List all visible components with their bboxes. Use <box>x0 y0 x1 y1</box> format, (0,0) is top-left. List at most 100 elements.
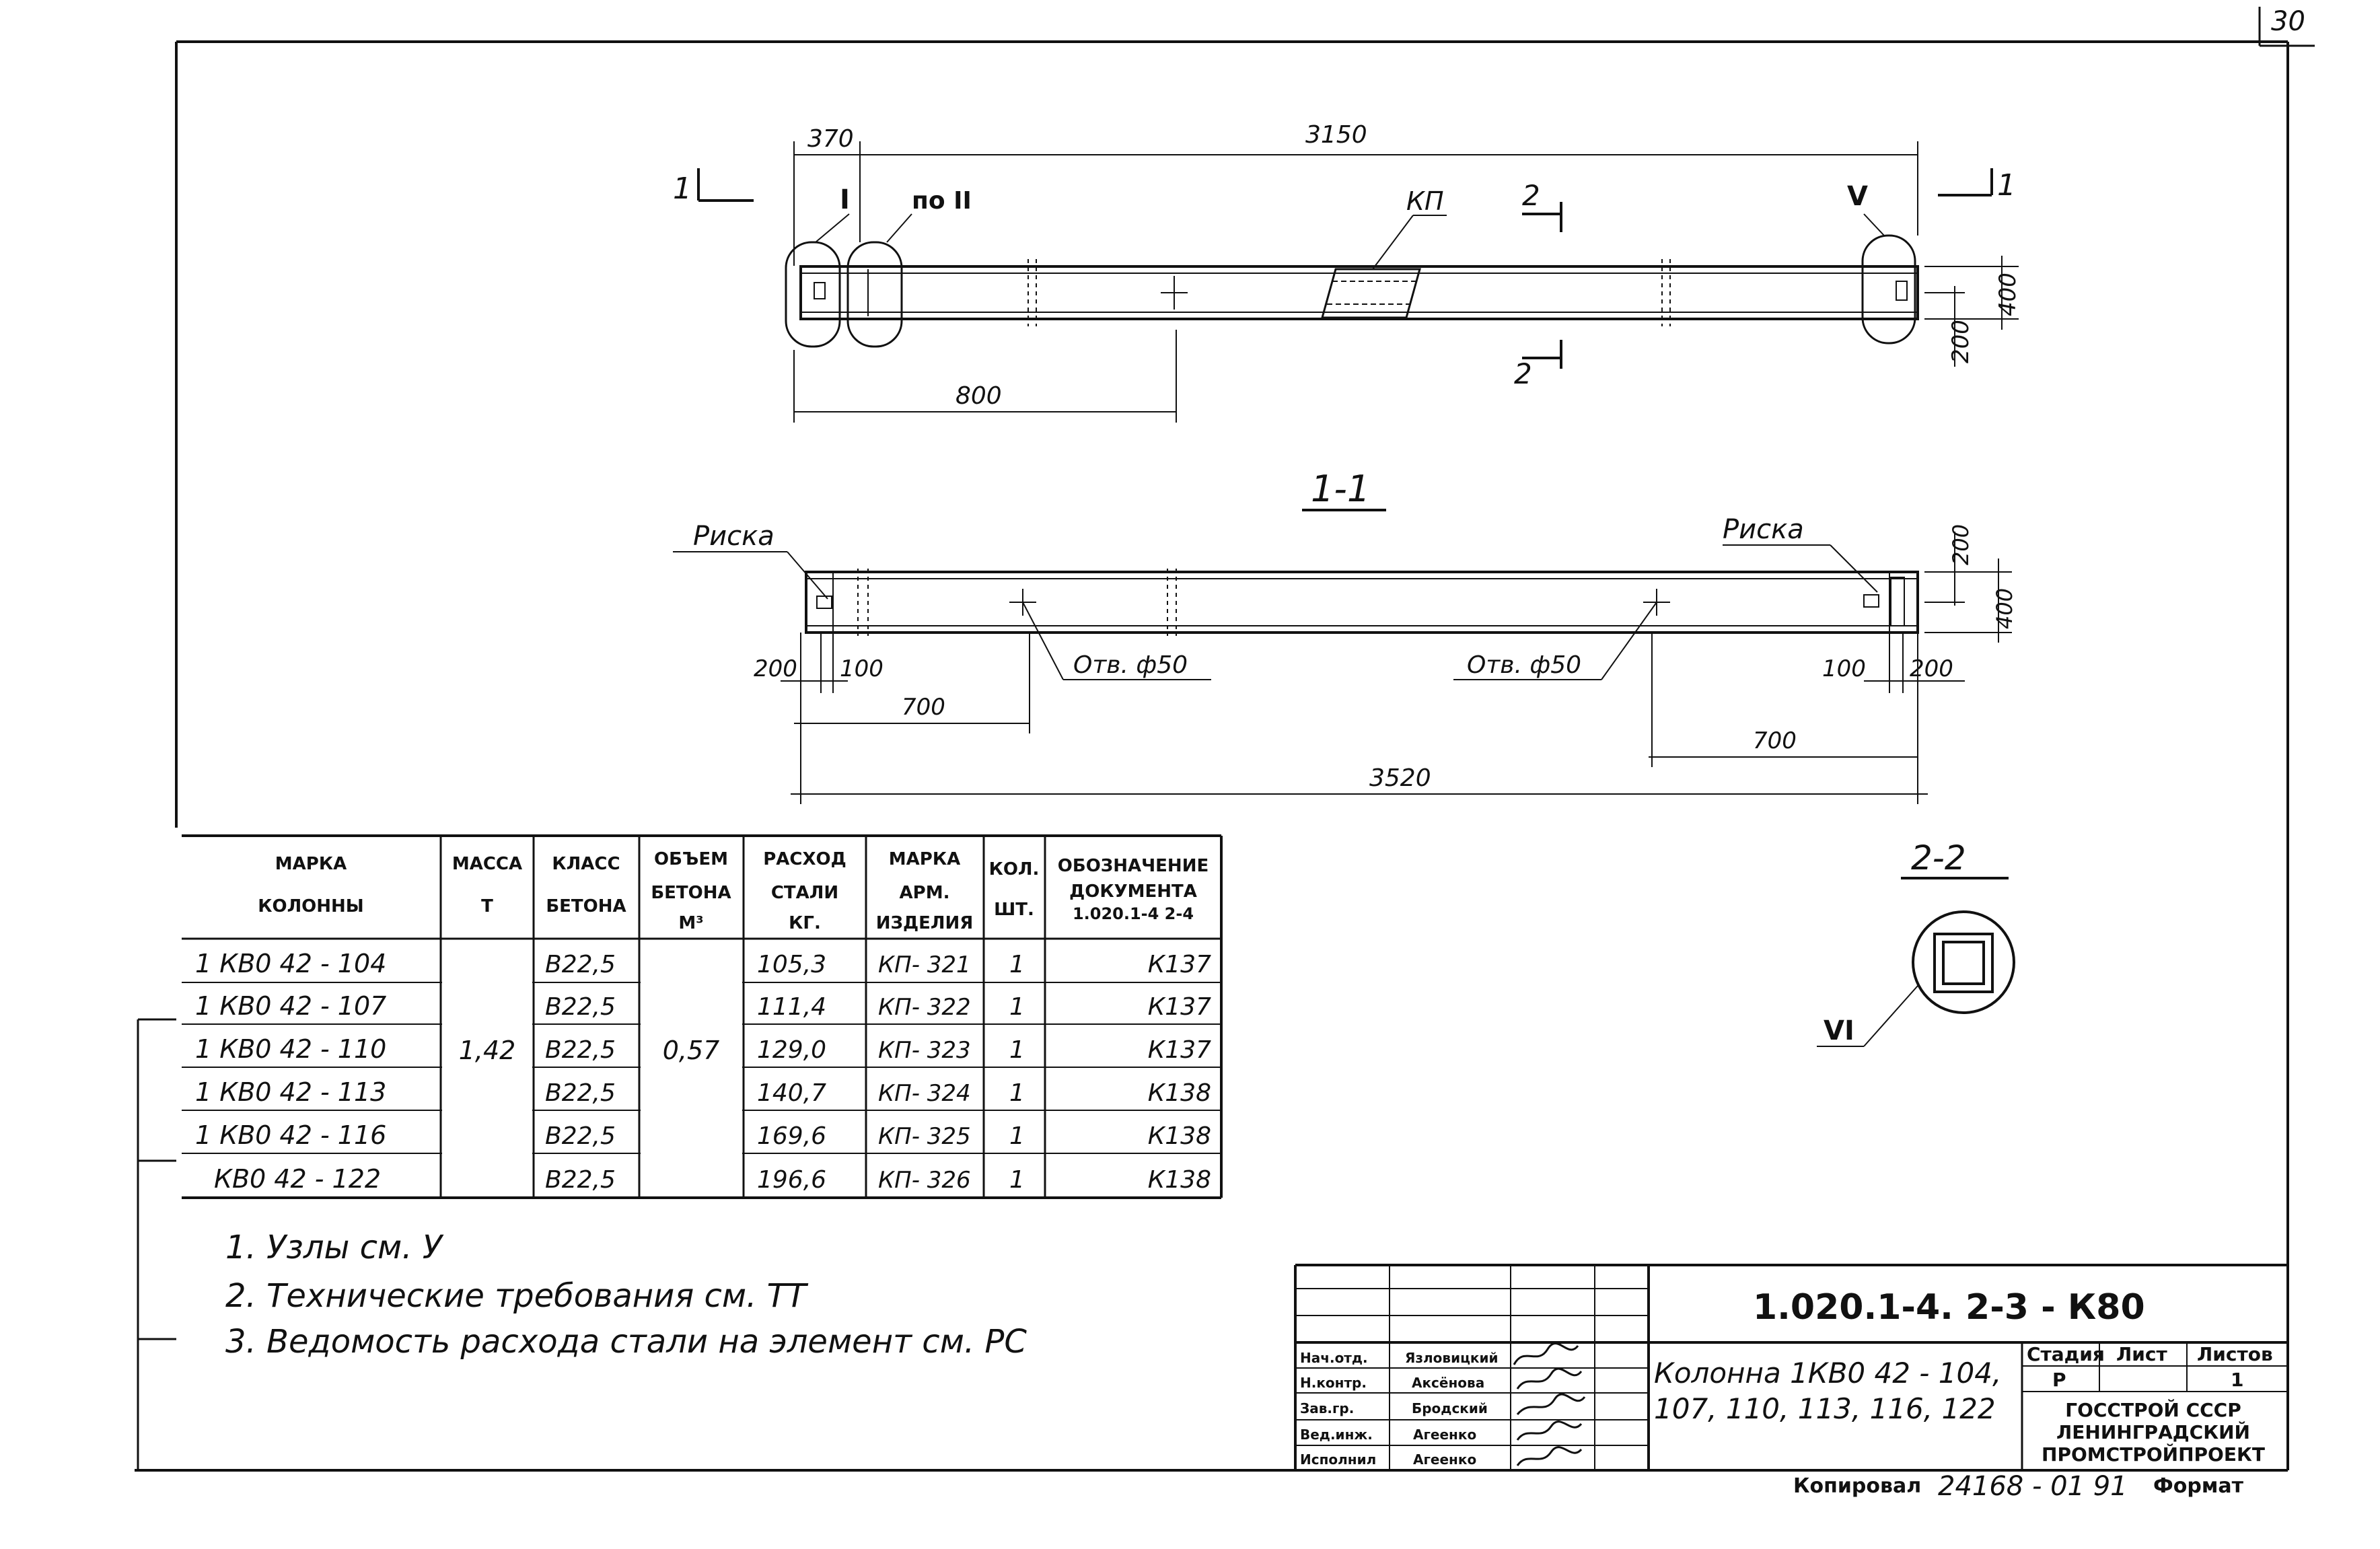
section-dim-100-left: 100 <box>840 655 884 682</box>
section-hole-right: Отв. ф50 <box>1467 651 1581 679</box>
section-2-2-node-label: VI <box>1824 1015 1854 1046</box>
table-row: 1 КВ0 42 - 107 В22,5 111,4 КП- 322 1 К13… <box>195 991 1211 1021</box>
td-concrete: В22,5 <box>545 1166 616 1194</box>
td-qty: 1 <box>1009 1079 1025 1107</box>
section-1-1-title: 1-1 <box>1311 468 1370 510</box>
td-qty: 1 <box>1009 1122 1025 1150</box>
th-volume-line1: ОБЪЕМ <box>654 849 728 869</box>
td-concrete: В22,5 <box>545 951 616 978</box>
title-sheet-label: Лист <box>2116 1343 2167 1365</box>
th-mark-line2: КОЛОННЫ <box>258 896 364 916</box>
td-qty: 1 <box>1009 951 1025 978</box>
section-risk-left: Риска <box>693 521 774 552</box>
plan-node-1-label: I <box>840 184 850 215</box>
title-org-line2: ЛЕНИНГРАДСКИЙ <box>2056 1420 2250 1443</box>
section-dim-200-vert: 200 <box>1948 524 1974 565</box>
section-dim-200-left: 200 <box>754 655 797 682</box>
plan-section-2-bottom: 2 <box>1514 357 1532 390</box>
note-3: 3. Ведомость расхода стали на элемент см… <box>225 1323 1027 1361</box>
th-steel-line1: РАСХОД <box>763 849 846 869</box>
td-concrete: В22,5 <box>545 1122 616 1150</box>
th-doc-line1: ОБОЗНАЧЕНИЕ <box>1058 856 1209 876</box>
th-steel-line2: СТАЛИ <box>771 883 838 903</box>
td-doc: К137 <box>1148 1036 1211 1064</box>
td-arm: КП- 326 <box>878 1167 971 1194</box>
section-hole-left: Отв. ф50 <box>1073 651 1188 679</box>
title-sheets-label: Листов <box>2197 1343 2273 1365</box>
title-block-grid <box>1294 1264 2288 1470</box>
td-volume-merged: 0,57 <box>663 1036 720 1065</box>
td-arm: КП- 322 <box>878 994 971 1021</box>
th-volume-line2: БЕТОНА <box>651 883 731 903</box>
table-row: 1 КВ0 42 - 104 В22,5 105,3 КП- 321 1 К13… <box>195 949 1211 978</box>
title-name-line1: Колонна 1КВ0 42 - 104, <box>1654 1357 2001 1390</box>
th-mark-line1: МАРКА <box>275 854 347 874</box>
td-mark: 1 КВ0 42 - 107 <box>195 991 386 1021</box>
td-steel: 105,3 <box>757 951 826 978</box>
copied-label: Копировал <box>1793 1474 1921 1498</box>
note-2: 2. Технические требования см. ТТ <box>225 1277 809 1315</box>
td-arm: КП- 321 <box>878 951 971 978</box>
td-mark: КВ0 42 - 122 <box>214 1164 381 1194</box>
th-qty-line2: ШТ. <box>994 900 1034 920</box>
title-sheets-value: 1 <box>2231 1369 2243 1391</box>
section-dim-400: 400 <box>1992 588 2017 629</box>
th-arm-line3: ИЗДЕЛИЯ <box>876 913 974 933</box>
table-row: КВ0 42 - 122 В22,5 196,6 КП- 326 1 К138 <box>214 1164 1211 1194</box>
td-qty: 1 <box>1009 1166 1025 1194</box>
section-dim-100-right: 100 <box>1822 655 1866 682</box>
td-arm: КП- 323 <box>878 1037 971 1064</box>
td-mark: 1 КВ0 42 - 116 <box>195 1120 386 1150</box>
th-arm-line1: МАРКА <box>889 849 960 869</box>
plan-dim-400: 400 <box>1994 273 2021 316</box>
staff-role: Н.контр. <box>1300 1375 1367 1391</box>
th-doc-line3: 1.020.1-4 2-4 <box>1073 904 1194 923</box>
td-mass-merged: 1,42 <box>459 1036 516 1065</box>
td-doc: К138 <box>1148 1166 1211 1194</box>
spec-table-grid <box>182 834 1223 1199</box>
th-qty-line1: КОЛ. <box>989 859 1040 879</box>
staff-name: Аксёнова <box>1412 1375 1484 1391</box>
section-risk-right: Риска <box>1723 514 1804 545</box>
section-dim-3520: 3520 <box>1369 764 1431 792</box>
td-steel: 111,4 <box>757 993 826 1021</box>
plan-dim-3150: 3150 <box>1305 121 1367 149</box>
table-row: 1 КВ0 42 - 116 В22,5 169,6 КП- 325 1 К13… <box>195 1120 1211 1150</box>
td-doc: К138 <box>1148 1079 1211 1107</box>
plan-dim-370: 370 <box>807 125 854 153</box>
plan-node-2-label: по II <box>912 187 972 215</box>
plan-section-mark-right: 1 <box>1997 168 2016 203</box>
td-mark: 1 КВ0 42 - 110 <box>195 1034 386 1064</box>
td-doc: К138 <box>1148 1122 1211 1150</box>
td-steel: 140,7 <box>757 1079 826 1107</box>
signatures <box>1513 1342 1586 1466</box>
plan-kp-label: КП <box>1406 186 1444 216</box>
staff-role: Исполнил <box>1300 1451 1376 1468</box>
format-label: Формат <box>2153 1474 2244 1498</box>
td-arm: КП- 325 <box>878 1123 971 1150</box>
th-volume-line3: М³ <box>678 913 703 933</box>
td-arm: КП- 324 <box>878 1080 971 1107</box>
title-stage-label: Стадия <box>2027 1343 2105 1365</box>
td-doc: К137 <box>1148 993 1211 1021</box>
th-steel-line3: КГ. <box>789 913 821 933</box>
th-mass-line2: Т <box>481 896 493 916</box>
plan-section-mark-left: 1 <box>673 172 692 206</box>
table-row: 1 КВ0 42 - 110 В22,5 129,0 КП- 323 1 К13… <box>195 1034 1211 1064</box>
section-dim-700-right: 700 <box>1753 727 1797 754</box>
staff-role: Нач.отд. <box>1300 1350 1368 1366</box>
td-concrete: В22,5 <box>545 1079 616 1107</box>
th-class-line2: БЕТОНА <box>546 896 626 916</box>
th-mass-line1: МАССА <box>452 854 522 874</box>
table-row: 1 КВ0 42 - 113 В22,5 140,7 КП- 324 1 К13… <box>195 1077 1211 1107</box>
kp-embed-plan <box>1321 215 1447 319</box>
staff-name: Агеенко <box>1413 1451 1476 1468</box>
section-1-1-view <box>673 532 2012 804</box>
staff-name: Бродский <box>1412 1400 1488 1416</box>
title-org-line3: ПРОМСТРОЙПРОЕКТ <box>2042 1443 2265 1466</box>
staff-name: Агеенко <box>1413 1427 1476 1443</box>
staff-role: Вед.инж. <box>1300 1427 1373 1443</box>
sheet-number: 30 <box>2271 6 2305 37</box>
title-doc-code: 1.020.1-4. 2-3 - К80 <box>1753 1287 2145 1328</box>
